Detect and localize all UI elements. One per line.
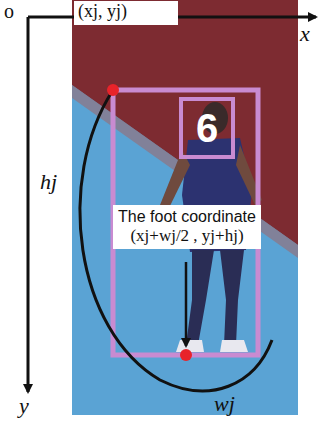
wall-edge bbox=[72, 85, 298, 258]
foot-label-box: The foot coordinate(xj+wj/2 , yj+hj) bbox=[113, 205, 261, 249]
width-label: wj bbox=[214, 392, 235, 416]
red-wall bbox=[72, 0, 298, 245]
axis-label: x bbox=[300, 22, 310, 46]
origin-label: o bbox=[4, 0, 14, 22]
foot-point bbox=[180, 349, 192, 361]
player-id-box: 6 bbox=[179, 97, 235, 159]
node-text: The foot coordinate bbox=[116, 208, 258, 226]
dimension-arc bbox=[80, 90, 272, 391]
y-axis bbox=[27, 17, 30, 392]
height-label: hj bbox=[40, 170, 57, 194]
bounding-box bbox=[113, 90, 258, 355]
node-text: (xj+wj/2 , yj+hj) bbox=[116, 226, 258, 246]
court-floor bbox=[72, 0, 298, 415]
coordinate-label: (xj, yj) bbox=[78, 2, 127, 22]
node-text: 6 bbox=[187, 105, 227, 151]
axis-label: y bbox=[19, 394, 29, 418]
label-patch bbox=[74, 1, 178, 25]
corner-point bbox=[107, 84, 119, 96]
leader-arrow bbox=[185, 262, 188, 346]
